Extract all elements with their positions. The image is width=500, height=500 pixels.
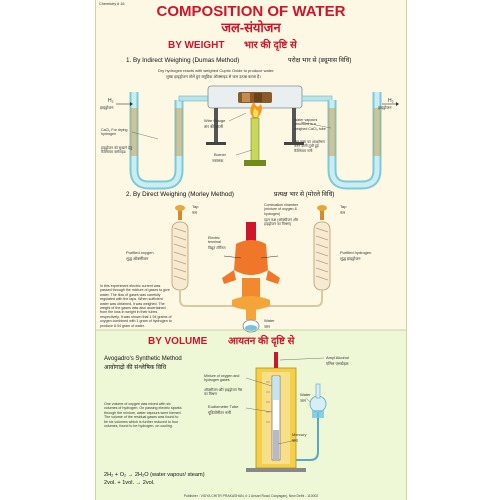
diagram-art bbox=[96, 85, 406, 472]
eudiometer-hindi: यूडियोमीटर नली bbox=[208, 410, 232, 415]
publisher-footer: Publisher : VIDYA CHITR PRAKASHAN, # 1 A… bbox=[183, 494, 319, 498]
dumas-apparatus bbox=[116, 85, 399, 190]
tap-left-label: Tap bbox=[192, 204, 199, 209]
volume-paragraph: One volume of oxygen was mixed with six … bbox=[104, 402, 182, 429]
tap-left-hindi: नल bbox=[192, 210, 197, 215]
page-title-hindi: जल-संयोजन bbox=[221, 20, 281, 35]
volume-heading-hindi: आयतन की दृष्टि से bbox=[228, 336, 295, 347]
equation-reaction: 2H₂ + O₂ → 2H₂O (water vapour/ steam) bbox=[104, 472, 205, 478]
chart-tag: Chemistry # 16 bbox=[99, 2, 125, 6]
oxygen-label: Purified oxygen bbox=[126, 250, 154, 255]
hydrogen-label: Purified hydrogen bbox=[340, 250, 372, 255]
indirect-desc-hindi: शुष्क हाइड्रोजन तोले हुए क्यूप्रिक ऑक्सा… bbox=[166, 74, 261, 79]
chart-poster: Chemistry # 16 COMPOSITION OF WATER जल-स… bbox=[95, 0, 407, 500]
morley-apparatus bbox=[171, 205, 331, 333]
tap-right-label: Tap bbox=[340, 204, 347, 209]
tap-right-hindi: नल bbox=[340, 210, 345, 215]
h2-left-hindi: हाइड्रोजन bbox=[100, 105, 114, 110]
morley-water-hindi: जल bbox=[264, 324, 270, 329]
weight-heading-hindi: भार की दृष्टि से bbox=[244, 40, 297, 51]
h2-right-label: H₂ bbox=[388, 98, 394, 104]
avogadro-method: Avogadro's Synthetic Method bbox=[104, 356, 182, 362]
indirect-desc: Dry hydrogen reacts with weighed Cupric … bbox=[158, 68, 275, 73]
amyl-label: Amyl Alcohol bbox=[326, 355, 349, 360]
avogadro-method-hindi: आवोगाद्रो की संश्लेषिक विधि bbox=[104, 365, 167, 371]
volume-water-hindi: जल bbox=[300, 398, 306, 403]
equation-volumes: 2vol. + 1vol. → 2vol. bbox=[104, 480, 155, 486]
weight-heading: BY WEIGHT bbox=[168, 40, 225, 51]
mercury-label: Mercury bbox=[292, 432, 307, 437]
hydrogen-hindi: शुद्ध हाइड्रोजन bbox=[340, 256, 361, 261]
amyl-hindi: एमिल एल्कोहल bbox=[326, 361, 349, 366]
vapours-hindi: जल वाष्प का अवशोषण करने वाली तुली हुई कै… bbox=[294, 140, 325, 153]
wire-gauge-hindi: तार की जाली bbox=[204, 124, 224, 129]
terminal-label: Electric terminal bbox=[208, 236, 221, 245]
h2-left-label: H₂ bbox=[108, 98, 114, 104]
direct-title-hindi: प्रत्यक्ष भार से (मोरले विधि) bbox=[274, 191, 335, 198]
volume-water-label: Water bbox=[300, 392, 311, 397]
wire-gauge-label: Wire Gauge bbox=[204, 118, 226, 123]
mixture-label: Mixture of oxygen and hydrogen gases bbox=[204, 374, 240, 383]
oxygen-hindi: शुद्ध ऑक्सीजन bbox=[126, 256, 149, 261]
mixture-hindi: ऑक्सीजन और हाइड्रोजन गैस का मिश्रण bbox=[204, 388, 243, 397]
eudiometer-apparatus bbox=[245, 352, 327, 472]
morley-experiment-text: In this experiment electric current was … bbox=[100, 284, 172, 328]
chamber-label: Combustion chamber (mixture of oxygen & … bbox=[264, 203, 299, 216]
chamber-hindi: दहन कक्ष (ऑक्सीजन और हाइड्रोजन का मिश्रण… bbox=[264, 218, 299, 227]
morley-water-label: Water bbox=[264, 318, 275, 323]
h2-right-hindi: हाइड्रोजन bbox=[378, 105, 392, 110]
burner-label: Burner bbox=[214, 152, 227, 157]
indirect-title: 1. By Indirect Weighing (Dumas Method) bbox=[126, 57, 240, 64]
page-title: COMPOSITION OF WATER bbox=[156, 3, 346, 20]
eudiometer-label: Eudiometer Tube bbox=[208, 404, 239, 409]
direct-title: 2. By Direct Weighing (Morley Method) bbox=[126, 191, 235, 198]
cacl2-label: CaCl₂ For drying hydrogen bbox=[101, 128, 128, 137]
indirect-title-hindi: परोक्ष भार से (ड्यूमास विधि) bbox=[288, 57, 352, 64]
mercury-hindi: पारा bbox=[292, 438, 298, 443]
vapours-label: Water vapours absorbed in a weighed CaCl… bbox=[294, 118, 326, 131]
burner-hindi: ज्वालक bbox=[212, 158, 224, 163]
volume-heading: BY VOLUME bbox=[148, 336, 208, 347]
terminal-hindi: विद्युत टर्मिनल bbox=[208, 246, 226, 250]
cacl2-hindi: हाइड्रोजन को सुखाने हेतु कैल्शियम क्लोरा… bbox=[101, 146, 133, 155]
